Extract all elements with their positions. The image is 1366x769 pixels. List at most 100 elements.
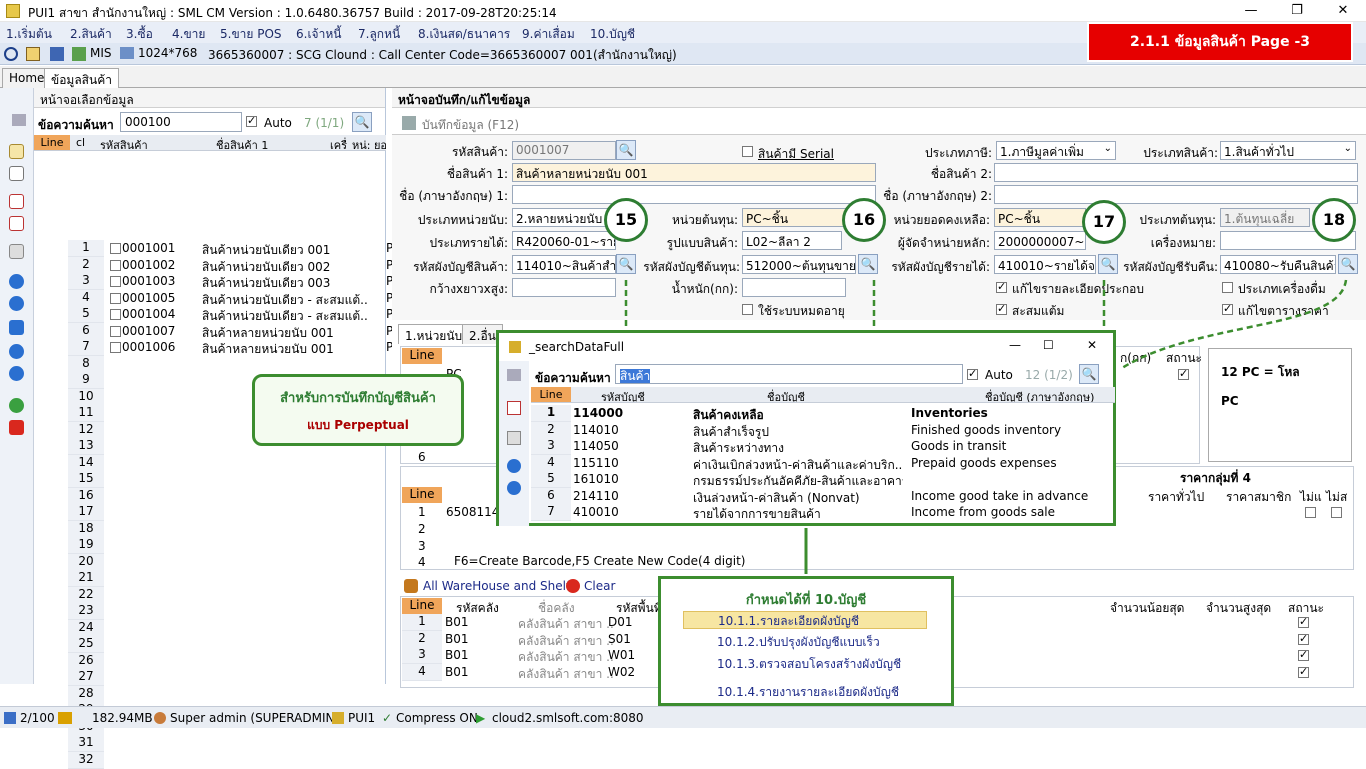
row-checkbox[interactable] [110, 259, 121, 271]
row-checkbox[interactable] [110, 325, 121, 337]
table-row[interactable]: 19 [68, 537, 420, 554]
list-item[interactable]: 4 115110 ค่าเงินเบิกล่วงหน้า-ค่าสินค้าแล… [531, 454, 1115, 472]
table-row[interactable]: 24 [68, 619, 420, 637]
income-account-search-button[interactable]: 🔍 [1098, 254, 1118, 274]
fast-forward-icon[interactable] [9, 320, 24, 335]
name2-field[interactable] [994, 163, 1358, 182]
popup-auto-checkbox[interactable] [967, 367, 978, 380]
table-row[interactable]: 11 [68, 405, 420, 422]
table-row[interactable]: 1 B01 คลังสินค้า สาขา .. D01 [402, 614, 1352, 631]
popup-search-button[interactable]: 🔍 [1079, 364, 1099, 384]
warehouse-status-checkbox[interactable] [1298, 648, 1309, 661]
product-type-select[interactable]: 1.สินค้าทั่วไป⌄ [1220, 141, 1356, 160]
row-checkbox[interactable] [110, 243, 121, 254]
maximize-icon[interactable]: ❐ [1291, 3, 1303, 18]
menu-item-quick-update[interactable]: 10.1.2.ปรับปรุงผังบัญชีแบบเร็ว [717, 635, 880, 649]
popup-close-icon[interactable]: ✕ [1087, 338, 1098, 352]
menu-product[interactable]: 2.สินค้า [70, 27, 112, 41]
save-icon[interactable] [50, 47, 64, 61]
tax-select[interactable]: 1.ภาษีมูลค่าเพิ่ม⌄ [996, 141, 1116, 160]
menu-item-chart-detail[interactable]: 10.1.1.รายละเอียดผังบัญชี [683, 611, 927, 629]
income-account-field[interactable]: 410010~รายได้จาก [994, 255, 1096, 274]
menu-start[interactable]: 1.เริ่มต้น [6, 27, 52, 41]
list-item[interactable]: 6 214110 เงินล่วงหน้า-ค่าสินค้า (Nonvat)… [531, 487, 1115, 505]
warehouse-status-checkbox[interactable] [1298, 632, 1309, 645]
new-doc-icon[interactable] [9, 144, 24, 159]
dimension-field[interactable] [512, 278, 616, 297]
unit-status-checkbox[interactable] [1178, 367, 1189, 380]
arrow-right-icon[interactable] [9, 296, 24, 311]
product-account-search-button[interactable]: 🔍 [616, 254, 636, 274]
list-item[interactable]: 2 114010 สินค้าสำเร็จรูป Finished goods … [531, 421, 1115, 439]
product-account-field[interactable]: 114010~สินค้าสำเร็จ [512, 255, 616, 274]
menu-pos[interactable]: 5.ขาย POS [220, 27, 282, 41]
table-row[interactable]: 3 B01 คลังสินค้า สาขา .. W01 [402, 647, 1352, 664]
edit-detail-checkbox[interactable] [996, 280, 1007, 293]
search-input[interactable]: 000100 [120, 112, 242, 132]
cost-unit-field[interactable]: PC~ชิ้น [742, 208, 846, 227]
price-table-checkbox[interactable] [1222, 302, 1233, 315]
clear-link[interactable]: Clear [584, 579, 616, 593]
menu-payable[interactable]: 6.เจ้าหนี้ [296, 27, 342, 41]
popup-maximize-icon[interactable]: ☐ [1043, 338, 1054, 352]
table-row[interactable]: 28 [68, 685, 420, 703]
row-checkbox[interactable] [110, 309, 121, 320]
popup-checklist-icon[interactable] [507, 401, 521, 415]
clear-icon[interactable] [566, 579, 580, 593]
chart-icon[interactable] [72, 47, 86, 61]
return-account-search-button[interactable]: 🔍 [1338, 254, 1358, 274]
clock-icon[interactable] [4, 47, 18, 61]
checklist-icon[interactable] [9, 194, 24, 209]
unit-type-select[interactable]: 2.หลายหน่วยนับ [512, 208, 612, 227]
all-warehouse-link[interactable]: All WareHouse and Shelf [423, 579, 571, 593]
menu-accounting[interactable]: 10.บัญชี [590, 27, 636, 41]
table-row[interactable]: 25 [68, 636, 420, 653]
row-checkbox[interactable] [110, 292, 121, 304]
table-row[interactable]: 26 [68, 652, 420, 670]
cost-account-search-button[interactable]: 🔍 [858, 254, 878, 274]
popup-form-icon[interactable] [507, 431, 521, 445]
eng2-field[interactable] [994, 185, 1358, 204]
cost-account-field[interactable]: 512000~ต้นทุนขาย ( [742, 255, 856, 274]
return-account-field[interactable]: 410080~รับคืนสินค้า [1220, 255, 1336, 274]
table-row[interactable]: 32 [68, 751, 420, 769]
weight-field[interactable] [742, 278, 846, 297]
popup-tree-icon[interactable] [507, 369, 521, 381]
minimize-icon[interactable]: — [1244, 3, 1258, 18]
table-row[interactable]: 20 [68, 553, 420, 571]
tab-units[interactable]: 1.หน่วยนับ [398, 324, 470, 344]
menu-receivable[interactable]: 7.ลูกหนี้ [358, 27, 401, 41]
save-disk-icon[interactable] [402, 116, 416, 130]
close-icon[interactable]: ✕ [1337, 3, 1349, 18]
help-icon[interactable] [9, 398, 24, 413]
menu-purchase[interactable]: 3.ซื้อ [126, 27, 153, 41]
arrow-up-icon[interactable] [9, 344, 24, 359]
serial-checkbox[interactable] [742, 146, 753, 157]
popup-search-input[interactable]: สินค้า [615, 364, 963, 384]
expiry-checkbox[interactable] [742, 304, 753, 315]
balance-unit-field[interactable]: PC~ชิ้น [994, 208, 1086, 227]
search-button[interactable]: 🔍 [352, 112, 372, 132]
list-item[interactable]: 7 410010 รายได้จากการขายสินค้า Income fr… [531, 504, 1115, 521]
code-search-button[interactable]: 🔍 [616, 140, 636, 160]
style-field[interactable]: L02~ลีลา 2 [742, 231, 842, 250]
menu-depreciation[interactable]: 9.ค่าเสื่อม [522, 27, 575, 41]
warehouse-status-checkbox[interactable] [1298, 615, 1309, 628]
warehouse-status-checkbox[interactable] [1298, 665, 1309, 678]
tab-product-info[interactable]: ข้อมูลสินค้า [44, 68, 119, 88]
drink-type-checkbox[interactable] [1222, 282, 1233, 293]
list-item[interactable]: 3 114050 สินค้าระหว่างทาง Goods in trans… [531, 438, 1115, 455]
tree-icon[interactable] [12, 114, 26, 126]
menu-item-report[interactable]: 10.1.4.รายงานรายละเอียดผังบัญชี [717, 685, 900, 699]
blank-doc-icon[interactable] [9, 166, 24, 181]
warehouse-icon[interactable] [404, 579, 418, 593]
popup-arrow-left-icon[interactable] [507, 459, 521, 473]
close-red-icon[interactable] [9, 420, 24, 435]
arrow-down-icon[interactable] [9, 366, 24, 381]
price-x1-checkbox[interactable] [1305, 507, 1316, 518]
menu-item-check-structure[interactable]: 10.1.3.ตรวจสอบโครงสร้างผังบัญชี [717, 657, 902, 671]
panel-icon[interactable] [26, 47, 40, 61]
tab-home[interactable]: Home [2, 68, 52, 88]
arrow-left-icon[interactable] [9, 274, 24, 289]
list-item[interactable]: 5 161010 กรมธรรม์ประกันอัคคีภัย-สินค้าแล… [531, 471, 1115, 488]
